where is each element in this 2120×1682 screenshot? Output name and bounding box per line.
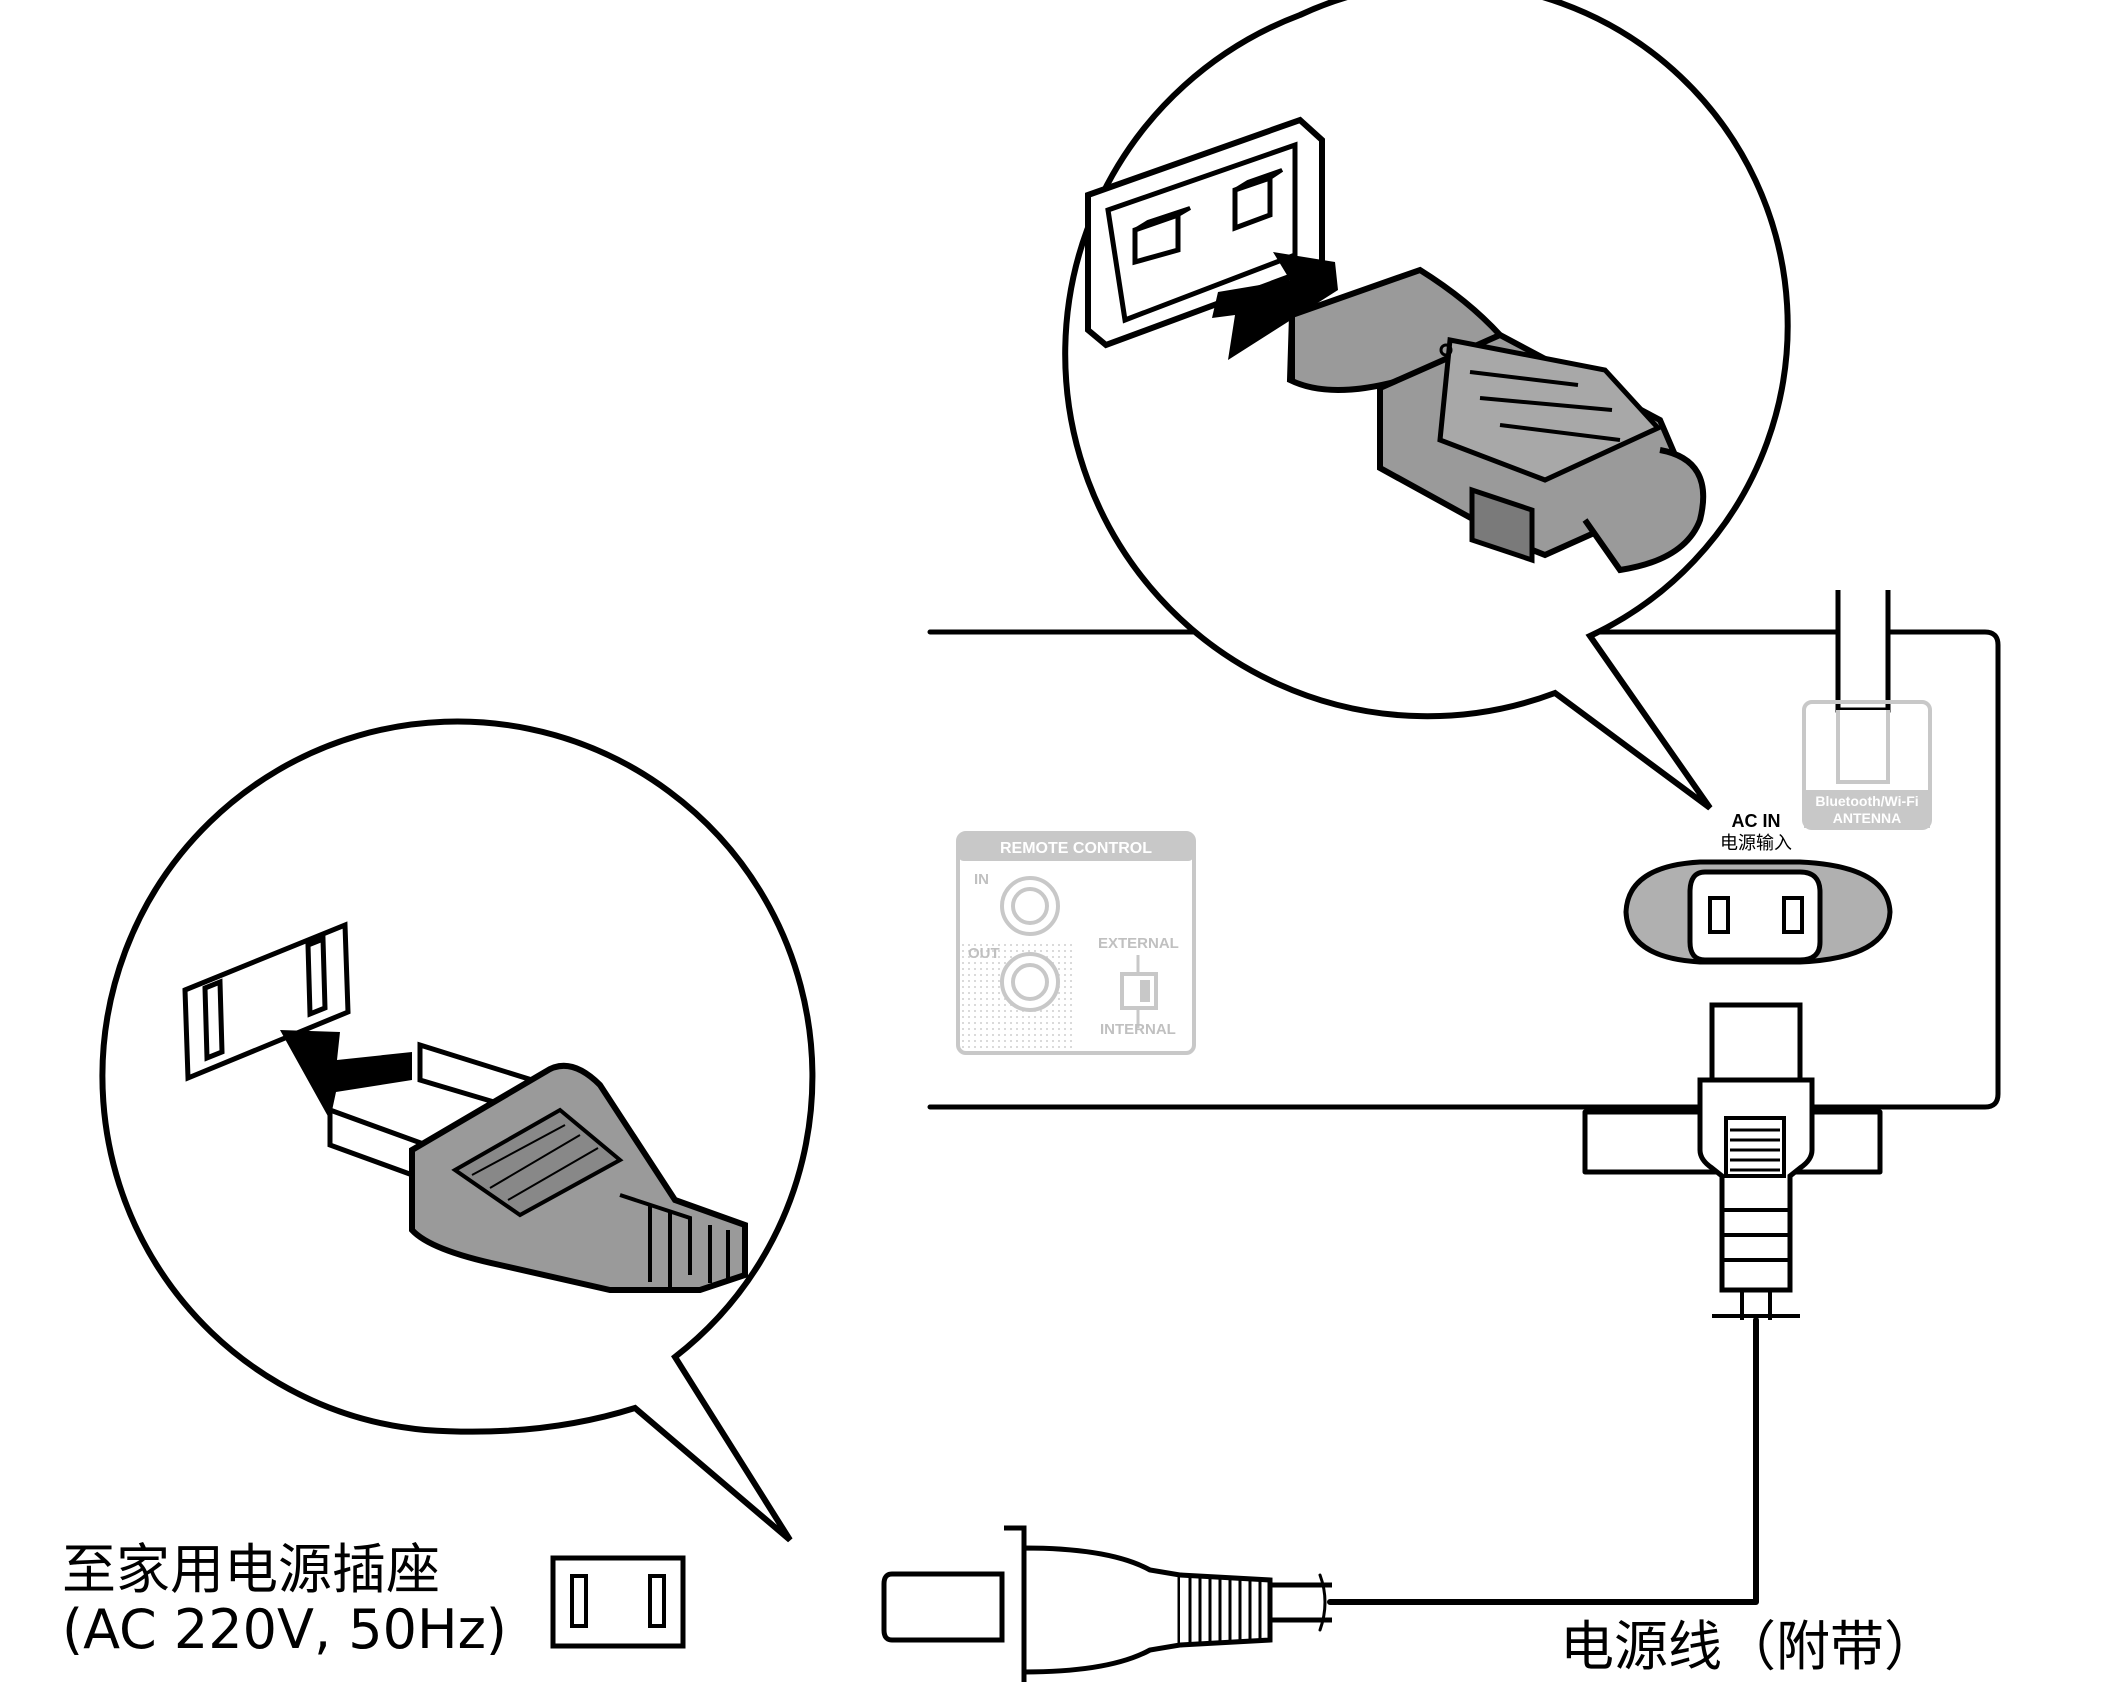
wall-outlet-spec: (AC 220V, 50Hz): [62, 1598, 507, 1661]
antenna-label-line2: ANTENNA: [1833, 810, 1901, 826]
power-cord-label: 电源线（附带）: [1560, 1615, 1938, 1678]
remote-in-jack: [1000, 876, 1060, 936]
iec-plug-inserted: [1697, 1002, 1815, 1320]
ac-in-label: AC IN: [1732, 811, 1781, 831]
remote-in-label: IN: [974, 871, 989, 888]
wall-plug-loose: [881, 1525, 1332, 1682]
external-internal-switch: [1120, 972, 1158, 1010]
remote-out-label: OUT: [968, 945, 1000, 962]
wall-socket-icon: [550, 1555, 686, 1649]
switch-external-label: EXTERNAL: [1098, 935, 1179, 952]
callout-wall-plug: [99, 718, 816, 1543]
ac-in-socket: AC IN 电源输入: [1623, 811, 1893, 965]
switch-internal-label: INTERNAL: [1100, 1021, 1176, 1038]
ac-in-cn-label: 电源输入: [1720, 833, 1792, 854]
remote-out-jack: [1000, 952, 1060, 1012]
wall-outlet-label: 至家用电源插座: [62, 1538, 440, 1601]
antenna-label-line1: Bluetooth/Wi-Fi: [1815, 793, 1918, 809]
remote-control-label: REMOTE CONTROL: [1000, 840, 1152, 857]
insert-arrow-bottom: [280, 1030, 412, 1120]
insert-arrow-top: [1212, 252, 1338, 360]
antenna: Bluetooth/Wi-Fi ANTENNA: [1802, 590, 1932, 830]
power-cord-line: [1327, 1317, 1759, 1605]
remote-control-section: REMOTE CONTROL IN OUT EXTERNAL INTERNAL: [956, 831, 1196, 1055]
callout-iec-connection: [1062, 0, 1791, 811]
